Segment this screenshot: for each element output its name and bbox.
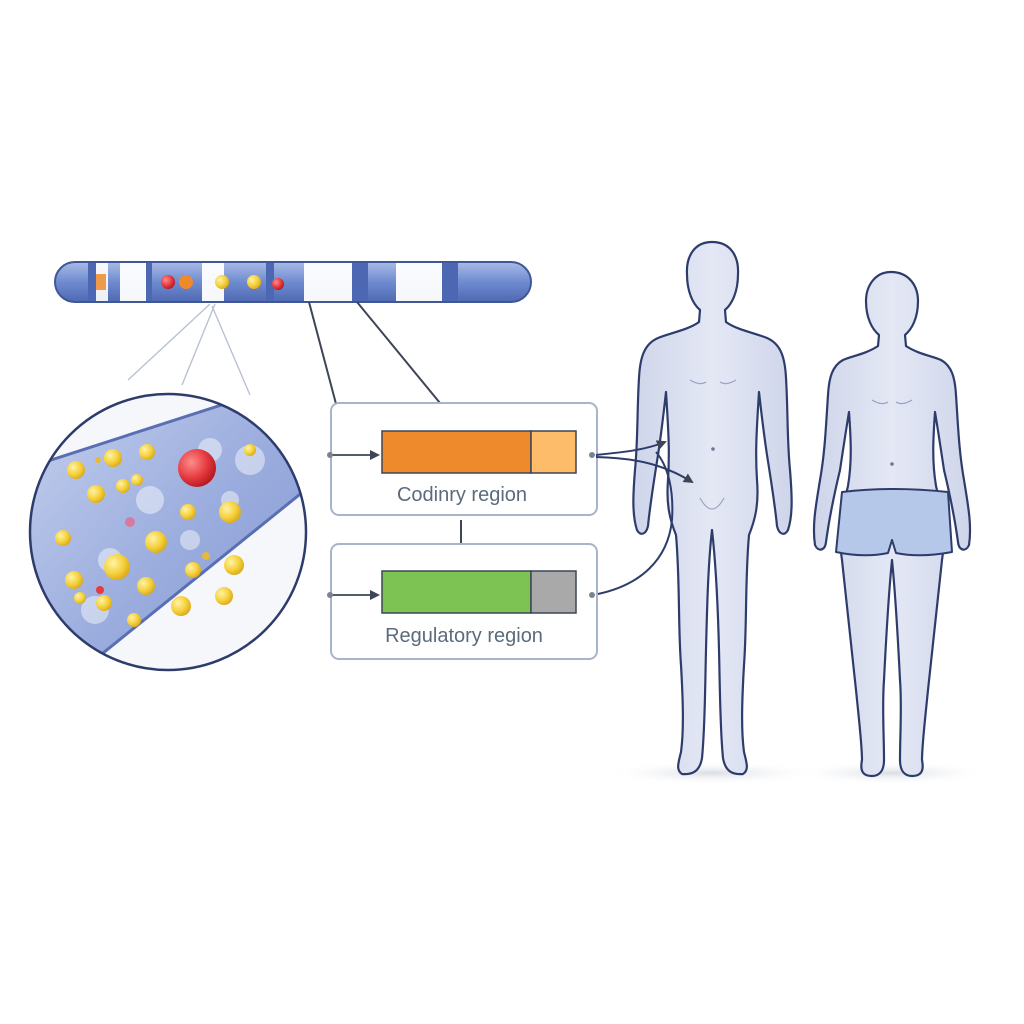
regulatory-region-panel: Regulatory region (327, 543, 598, 660)
variant-dot (161, 275, 175, 289)
zoom-lines (127, 303, 251, 396)
male-body-figure (632, 240, 793, 776)
regulatory-region-bar (381, 570, 532, 614)
variant-dot (215, 275, 229, 289)
coding-region-panel: Codinry region (327, 402, 598, 516)
female-body-figure (812, 270, 972, 778)
mutation-dot (178, 449, 216, 487)
coding-region-label: Codinry region (397, 484, 527, 506)
zoom-circle (28, 392, 308, 672)
variant-dot (247, 275, 261, 289)
coding-region-bar (381, 430, 532, 474)
coding-region-utr (530, 430, 577, 474)
variant-dot (179, 275, 193, 289)
chromosome-bands (88, 263, 458, 301)
shorts (835, 488, 953, 557)
regulatory-region-segment (530, 570, 577, 614)
molecule-dots (55, 444, 256, 627)
chromosome (54, 261, 532, 303)
regulatory-region-label: Regulatory region (385, 625, 543, 647)
body-link-arrows (595, 440, 694, 595)
variant-dot (272, 278, 284, 290)
